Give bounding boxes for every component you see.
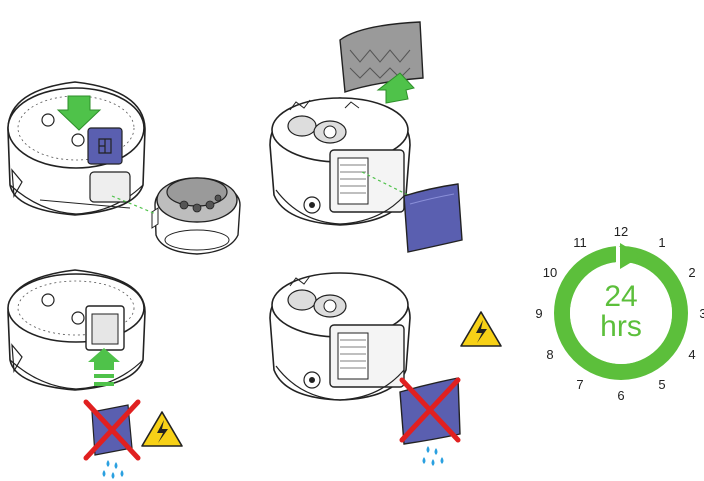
high-voltage-warning-icon [141, 411, 183, 447]
down-arrow-icon [56, 95, 102, 131]
clock-number-2: 2 [688, 265, 695, 280]
clock-number-4: 4 [688, 347, 695, 362]
clock-number-1: 1 [658, 235, 665, 250]
clock-number-11: 11 [573, 235, 587, 250]
clock-number-10: 10 [543, 265, 557, 280]
clock-number-9: 9 [535, 306, 542, 321]
clock-hours-unit: hrs [600, 310, 642, 343]
robot-vacuum-bottom-middle [269, 272, 411, 401]
water-drop-icon [422, 446, 444, 466]
clock-number-3: 3 [699, 306, 704, 321]
panel-bin-no-wash [7, 269, 183, 479]
water-drop-icon [102, 460, 124, 479]
bin-guide-line [111, 195, 157, 215]
clock-number-12: 12 [614, 224, 628, 239]
panel-filter-removal [269, 21, 463, 253]
clock-number-7: 7 [576, 377, 583, 392]
bin-button-glyph [98, 138, 112, 154]
high-voltage-warning-icon [460, 311, 502, 347]
grey-filter-cover [339, 21, 424, 93]
robot-vacuum-bottom-left [7, 269, 146, 391]
up-arrow-icon [88, 348, 120, 370]
panel-bin-removal [7, 81, 241, 255]
clock-arrow-head [620, 243, 642, 269]
no-wash-cross-icon [83, 399, 141, 461]
clock-number-8: 8 [546, 347, 553, 362]
clock-number-5: 5 [658, 377, 665, 392]
no-wash-cross-icon [399, 377, 461, 443]
robot-vacuum-top-middle [269, 97, 411, 226]
up-arrow-icon [376, 72, 415, 104]
clear-bin-unit [151, 177, 241, 255]
purple-filter [403, 183, 463, 253]
clock-hours-value: 24 [604, 280, 637, 313]
filter-guide-line [361, 171, 411, 197]
clock-number-6: 6 [617, 388, 624, 403]
panel-filter-no-wash [269, 272, 502, 466]
clock-face [571, 263, 671, 363]
